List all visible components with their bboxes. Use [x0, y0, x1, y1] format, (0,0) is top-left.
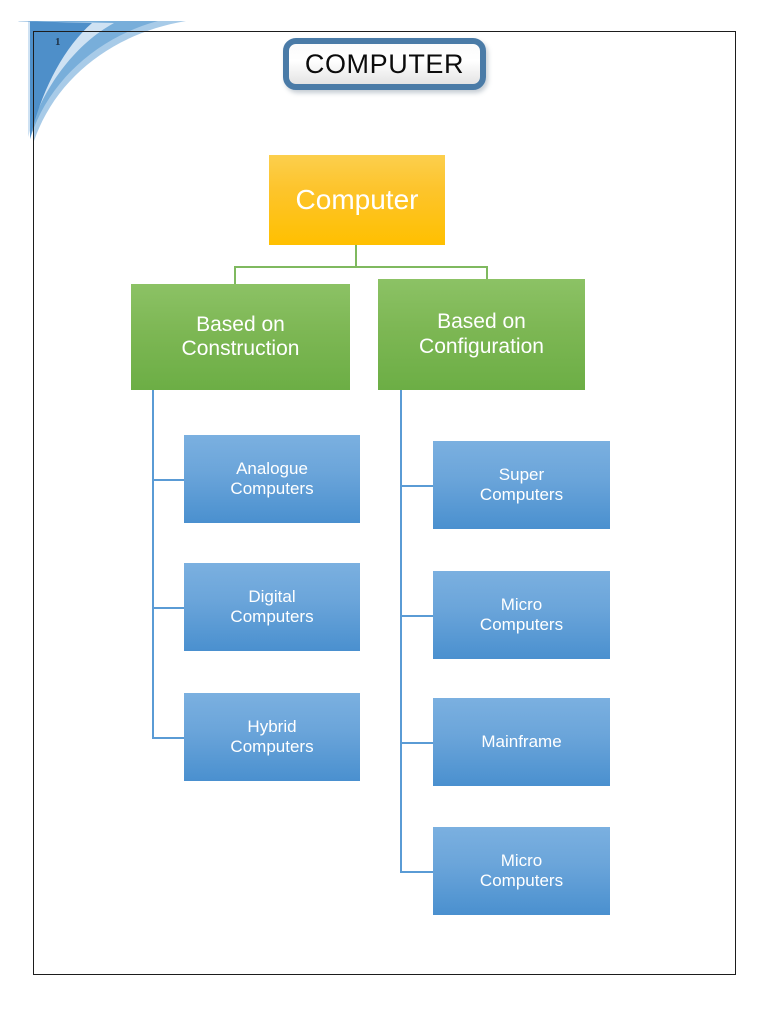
node-leaf-label: Mainframe: [475, 732, 567, 752]
connector-right-spine: [400, 390, 402, 872]
slide-title-box: COMPUTER: [283, 38, 486, 90]
node-leaf-super-computers[interactable]: Super Computers: [433, 441, 610, 529]
node-leaf-label-line2: Computers: [230, 607, 314, 626]
node-leaf-mainframe[interactable]: Mainframe: [433, 698, 610, 786]
node-branch-label-line2: Configuration: [419, 334, 544, 358]
node-leaf-hybrid-computers[interactable]: Hybrid Computers: [184, 693, 360, 781]
page-title: COMPUTER: [304, 48, 465, 79]
connector-left-spine: [152, 390, 154, 739]
connector-right-stub-4: [400, 871, 433, 873]
node-branch-based-on-construction[interactable]: Based on Construction: [131, 284, 350, 390]
node-root-computer[interactable]: Computer: [269, 155, 445, 245]
connector-root-stem: [355, 245, 357, 267]
node-leaf-label-line1: Digital: [248, 587, 296, 607]
node-leaf-analogue-computers[interactable]: Analogue Computers: [184, 435, 360, 523]
node-leaf-micro-computers-1[interactable]: Micro Computers: [433, 571, 610, 659]
connector-left-stub-2: [152, 607, 184, 609]
node-leaf-label-line1: Micro: [500, 595, 543, 615]
connector-branch-right-drop: [486, 266, 488, 279]
node-leaf-digital-computers[interactable]: Digital Computers: [184, 563, 360, 651]
node-branch-based-on-configuration[interactable]: Based on Configuration: [378, 279, 585, 390]
node-leaf-label-line1: Super: [498, 465, 545, 485]
node-leaf-label-line1: Micro: [500, 851, 543, 871]
node-leaf-label-line2: Computers: [230, 737, 314, 756]
node-leaf-label: Micro Computers: [474, 851, 569, 890]
connector-right-stub-3: [400, 742, 433, 744]
connector-left-stub-3: [152, 737, 184, 739]
page-frame: [33, 31, 736, 975]
node-root-label: Computer: [295, 183, 419, 215]
node-leaf-label-line2: Computers: [230, 479, 314, 498]
page-number: 1: [55, 36, 61, 48]
connector-root-bus: [234, 266, 487, 268]
node-leaf-label-line1: Mainframe: [481, 732, 562, 752]
node-branch-label: Based on Construction: [176, 313, 306, 362]
connector-right-stub-1: [400, 485, 433, 487]
node-branch-label-line2: Construction: [181, 337, 300, 360]
node-leaf-label: Analogue Computers: [224, 459, 319, 498]
node-leaf-label: Micro Computers: [474, 595, 569, 634]
node-leaf-label-line1: Analogue: [236, 459, 308, 479]
connector-right-stub-2: [400, 615, 433, 617]
node-leaf-label-line2: Computers: [479, 485, 564, 504]
connector-left-stub-1: [152, 479, 184, 481]
node-leaf-label-line2: Computers: [479, 615, 564, 634]
node-branch-label: Based on Configuration: [413, 310, 550, 359]
node-leaf-label: Digital Computers: [224, 587, 319, 626]
node-leaf-label-line1: Hybrid: [247, 717, 297, 737]
node-leaf-label: Hybrid Computers: [224, 717, 319, 756]
connector-branch-left-drop: [234, 266, 236, 284]
node-leaf-label-line2: Computers: [479, 871, 564, 890]
node-branch-label-line1: Based on: [196, 312, 285, 336]
node-leaf-label: Super Computers: [474, 465, 569, 504]
node-branch-label-line1: Based on: [437, 310, 526, 334]
node-leaf-micro-computers-2[interactable]: Micro Computers: [433, 827, 610, 915]
